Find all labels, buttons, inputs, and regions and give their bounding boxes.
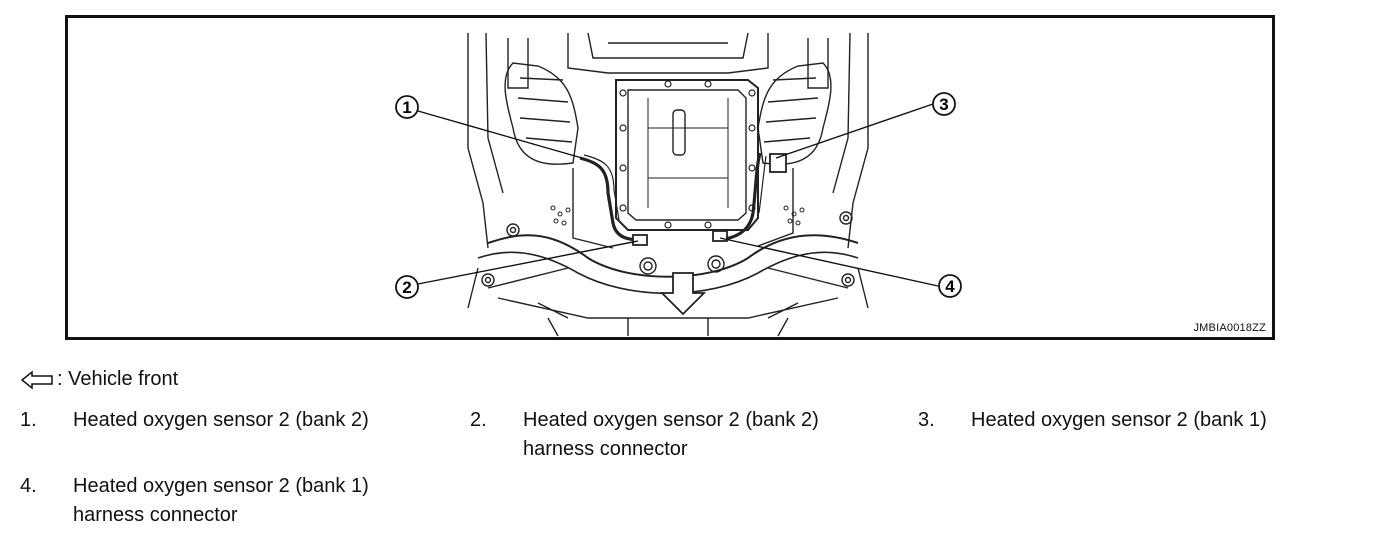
- list-item-text: Heated oxygen sensor 2 (bank 2): [73, 409, 369, 431]
- figure-id-code: JMBIA0018ZZ: [1193, 322, 1266, 334]
- outline-left-arrow-icon: [20, 369, 53, 390]
- underbody-drawing: 1 2 3 4: [395, 32, 962, 337]
- list-item-text: Heated oxygen sensor 2 (bank 1) harness …: [73, 475, 369, 526]
- legend-text: : Vehicle front: [57, 368, 179, 390]
- callout-3-label: 3: [939, 95, 948, 114]
- callout-3: 3: [932, 92, 956, 116]
- legend: : Vehicle front: [20, 368, 178, 391]
- list-item-text: Heated oxygen sensor 2 (bank 1): [971, 409, 1267, 431]
- list-item-number: 2.: [470, 409, 487, 431]
- callout-1: 1: [395, 95, 419, 119]
- callout-2: 2: [395, 275, 419, 299]
- list-item-number: 4.: [20, 475, 37, 497]
- diagram-frame: 1 2 3 4 JMBIA0018ZZ: [65, 15, 1275, 340]
- list-item-text: Heated oxygen sensor 2 (bank 2) harness …: [523, 409, 819, 460]
- list-item-number: 3.: [918, 409, 935, 431]
- list-item-number: 1.: [20, 409, 37, 431]
- callout-4: 4: [938, 274, 962, 298]
- callout-4-label: 4: [945, 277, 955, 296]
- callout-2-label: 2: [402, 278, 411, 297]
- callout-1-label: 1: [402, 98, 411, 117]
